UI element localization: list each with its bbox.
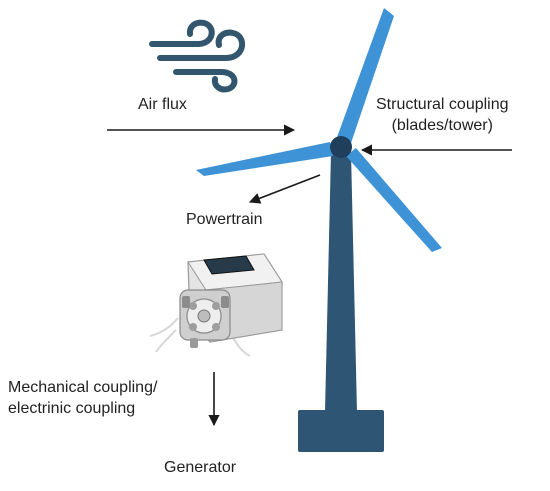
turbine-base bbox=[298, 410, 384, 452]
turbine-blade-left bbox=[196, 142, 333, 176]
wind-turbine-icon bbox=[196, 8, 442, 452]
structural-coupling-label-line1: Structural coupling bbox=[376, 96, 509, 113]
turbine-hub bbox=[330, 136, 352, 158]
structural-coupling-label: Structural coupling (blades/tower) bbox=[376, 94, 509, 136]
turbine-blade-up bbox=[336, 8, 394, 146]
mechanical-coupling-label: Mechanical coupling/ electrinic coupling bbox=[8, 377, 157, 419]
powertrain-label: Powertrain bbox=[186, 211, 263, 228]
wind-icon bbox=[149, 19, 245, 93]
mechanical-coupling-label-line2: electrinic coupling bbox=[8, 400, 136, 417]
air-flux-label: Air flux bbox=[138, 96, 187, 113]
powertrain-arrow bbox=[248, 174, 321, 204]
mechanical-coupling-label-line1: Mechanical coupling/ bbox=[8, 379, 158, 396]
structural-coupling-label-line2: (blades/tower) bbox=[391, 117, 493, 134]
turbine-tower bbox=[325, 152, 357, 412]
peristaltic-pump-icon bbox=[149, 253, 283, 357]
generator-label: Generator bbox=[164, 459, 237, 476]
turbine-blade-right bbox=[346, 148, 442, 252]
